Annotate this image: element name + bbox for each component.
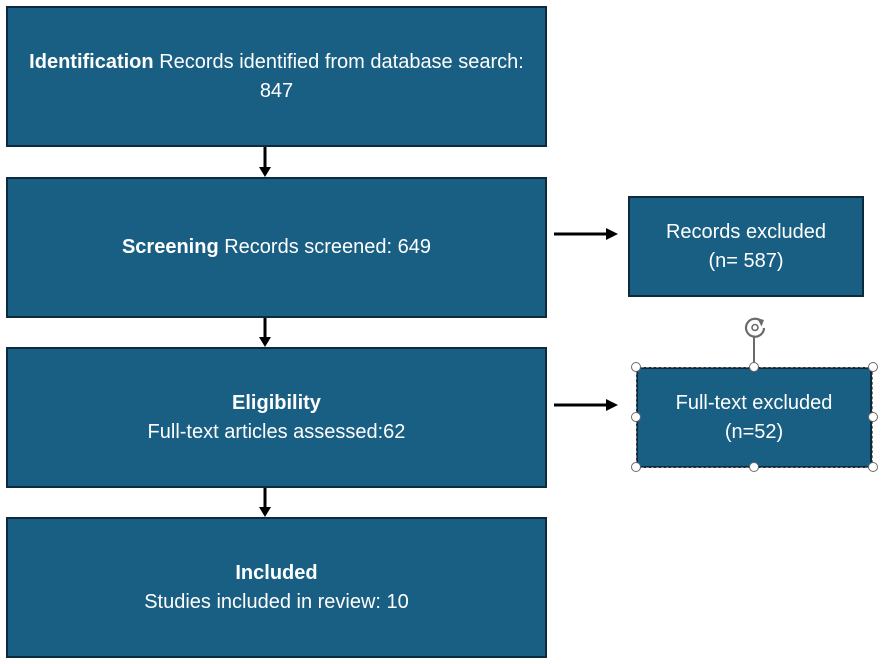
resize-handle-se[interactable] xyxy=(868,462,878,472)
fulltext-excluded-label: Full-text excluded xyxy=(675,391,833,414)
records-excluded-label: Records excluded xyxy=(665,220,827,243)
fulltext-excluded-box[interactable]: Full-text excluded (n=52) xyxy=(636,367,872,468)
resize-handle-n[interactable] xyxy=(749,362,759,372)
identification-heading: Identification xyxy=(29,50,154,73)
included-box[interactable]: Included Studies included in review: 10 xyxy=(6,517,547,658)
arrow-eligibility-to-included xyxy=(259,488,271,517)
resize-handle-w[interactable] xyxy=(631,412,641,422)
records-excluded-box[interactable]: Records excluded (n= 587) xyxy=(628,196,864,297)
resize-handle-nw[interactable] xyxy=(631,362,641,372)
screening-text: Records screened: 649 xyxy=(224,236,432,258)
rotation-stem xyxy=(753,337,755,368)
resize-handle-s[interactable] xyxy=(749,462,759,472)
eligibility-heading: Eligibility xyxy=(232,391,321,414)
selection-frame xyxy=(636,367,873,468)
arrow-screening-to-eligibility xyxy=(259,318,271,347)
identification-box[interactable]: Identification Records identified from d… xyxy=(6,6,547,147)
eligibility-box[interactable]: Eligibility Full-text articles assessed:… xyxy=(6,347,547,488)
resize-handle-e[interactable] xyxy=(868,412,878,422)
included-text: Studies included in review: 10 xyxy=(144,590,409,613)
identification-text: Records identified from database search:… xyxy=(159,50,524,102)
included-heading: Included xyxy=(235,561,318,584)
eligibility-text: Full-text articles assessed:62 xyxy=(147,420,406,443)
screening-box[interactable]: Screening Records screened: 649 xyxy=(6,177,547,318)
fulltext-excluded-count: (n=52) xyxy=(724,420,784,443)
records-excluded-count: (n= 587) xyxy=(708,249,784,272)
resize-handle-ne[interactable] xyxy=(868,362,878,372)
arrow-identification-to-screening xyxy=(259,147,271,177)
screening-heading: Screening xyxy=(121,236,219,258)
arrow-eligibility-to-fulltext-excluded xyxy=(554,399,618,411)
arrow-screening-to-records-excluded xyxy=(554,228,618,240)
resize-handle-sw[interactable] xyxy=(631,462,641,472)
rotate-icon[interactable] xyxy=(740,312,770,342)
